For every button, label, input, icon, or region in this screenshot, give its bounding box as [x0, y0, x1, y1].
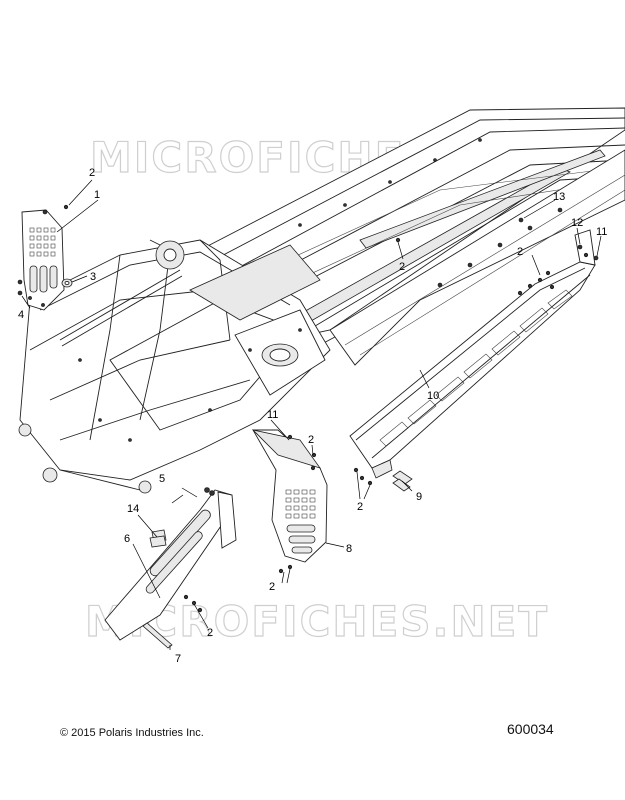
callout-2-right: 2 — [517, 246, 523, 258]
part-9-bolts — [392, 470, 413, 492]
part-3-grommet — [61, 278, 73, 288]
callout-8: 8 — [346, 543, 352, 555]
callout-7: 7 — [175, 653, 181, 665]
callout-5: 5 — [159, 473, 165, 485]
callout-10: 10 — [427, 390, 439, 402]
callout-11-middle: 11 — [267, 409, 278, 421]
part-14-clip — [149, 535, 167, 548]
callout-2-lower-left: 2 — [207, 627, 213, 639]
callout-14: 14 — [127, 503, 139, 515]
leader-lines — [21, 179, 602, 650]
part-7-rod — [142, 622, 173, 649]
fasteners-left — [17, 204, 69, 307]
fasteners-part-8 — [278, 467, 373, 574]
copyright-text: © 2015 Polaris Industries Inc. — [60, 727, 204, 739]
fasteners-part-6 — [183, 594, 203, 613]
callout-11-right: 11 — [596, 226, 607, 238]
callout-2-middle: 2 — [308, 434, 314, 446]
callout-13: 13 — [553, 191, 565, 203]
callout-4: 4 — [18, 309, 24, 321]
callouts: 1 2 3 4 2 5 6 14 2 7 11 2 8 2 2 9 10 2 1… — [18, 167, 607, 665]
callout-2-lower-right: 2 — [357, 501, 363, 513]
part-8-guard — [251, 429, 328, 563]
part-1-guard — [21, 209, 65, 311]
diagram-number: 600034 — [507, 721, 554, 737]
callout-2-lower-middle: 2 — [269, 581, 275, 593]
callout-1: 1 — [94, 189, 100, 201]
callout-9: 9 — [416, 491, 422, 503]
callout-12: 12 — [571, 217, 583, 229]
fasteners-right — [287, 217, 599, 440]
callout-2-top-left: 2 — [89, 167, 95, 179]
callout-2-upper-middle: 2 — [399, 261, 405, 273]
front-chassis — [18, 239, 331, 494]
callout-3: 3 — [90, 271, 96, 283]
part-10-right-footrest — [349, 229, 596, 479]
callout-6: 6 — [124, 533, 130, 545]
